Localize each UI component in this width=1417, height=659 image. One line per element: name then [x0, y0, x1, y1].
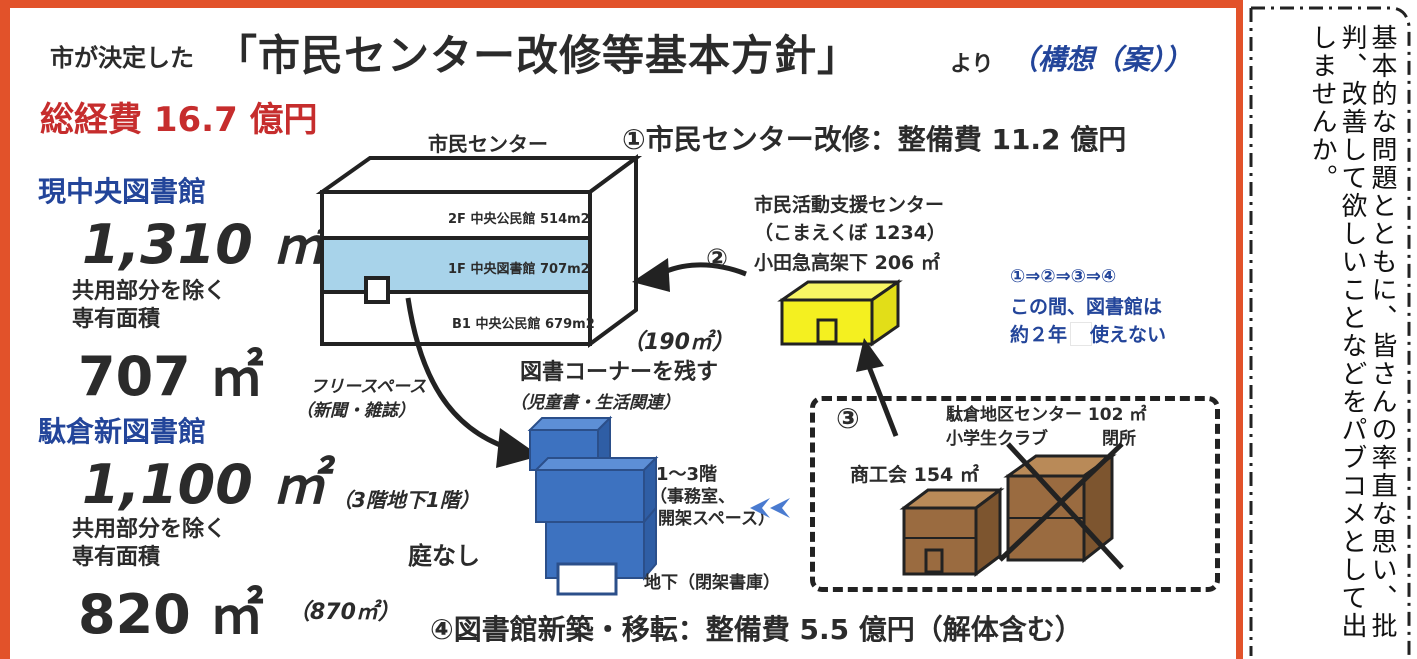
new-construction-cost: ④図書館新築・移転：整備費 5.5 億円（解体含む）: [430, 613, 1083, 646]
free-space-sub: （新聞・雑誌）: [296, 401, 415, 421]
area-870: （870㎡）: [288, 600, 400, 625]
komae-center: 駄倉地区センター 102 ㎡: [946, 405, 1147, 425]
double-chevron-icon: [750, 498, 790, 518]
citizen-center-building: [315, 154, 643, 348]
kids-club: 小学生クラブ: [946, 429, 1048, 449]
notice-line-2b: 使えない: [1090, 324, 1167, 346]
support-center: 市民活動支援センター: [754, 194, 945, 216]
current-note-2: 専有面積: [72, 307, 161, 332]
step3-number: ③: [836, 402, 860, 435]
current-exclusive-area: 707 ㎡: [78, 345, 264, 408]
commerce-label: 商工会 154 ㎡: [850, 464, 979, 486]
renovation-cost: ①市民センター改修：整備費 11.2 億円: [622, 123, 1127, 156]
notice-line-1: この間、図書館は: [1010, 296, 1163, 318]
no-garden: 庭なし: [408, 542, 480, 570]
side-column-1: 基本的な問題とともに、皆さんの率直な思い、批: [1367, 24, 1397, 640]
header-tag: （構想（案））: [1010, 43, 1193, 76]
floor-b1: B1 中央公民館 679m2: [452, 317, 595, 332]
dashed-border: [1249, 6, 1411, 656]
current-note-1: 共用部分を除く: [72, 279, 227, 304]
open-space-note: 開架スペース）: [658, 509, 775, 529]
building-label: 市民センター: [428, 132, 548, 156]
new-note-2: 専有面積: [72, 545, 161, 570]
current-library-area: 1,310 ㎡: [82, 213, 326, 276]
closed-label: 閉所: [1102, 429, 1136, 449]
header-suffix: より: [950, 52, 994, 77]
poster-panel: 市が決定した 「市民センター改修等基本方針」 より （構想（案）） 総経費 16…: [10, 8, 1236, 659]
library-corner: 図書コーナーを残す: [520, 360, 719, 385]
side-vertical-text: 基本的な問題とともに、皆さんの率直な思い、批 判、改善して欲しいことなどをパブコ…: [1307, 24, 1397, 654]
step2-number: ②: [706, 244, 729, 274]
side-column-3: しませんか。: [1307, 24, 1337, 192]
step3-buildings: [899, 442, 1124, 577]
redaction-box: [1070, 322, 1092, 346]
new-library-name: 駄倉新図書館: [38, 415, 207, 448]
side-column-2: 判、改善して欲しいことなどをパブコメとして出: [1337, 24, 1367, 640]
komae-label: （こまえくぼ 1234）: [754, 222, 946, 244]
odakyu-label: 小田急高架下 206 ㎡: [754, 252, 940, 274]
current-library-name: 現中央図書館: [38, 175, 207, 208]
header-prefix: 市が決定した: [50, 44, 194, 72]
floors-note: （3階地下1階）: [332, 488, 480, 512]
new-library-building: [527, 415, 659, 596]
step-sequence: ①⇒②⇒③⇒④: [1010, 266, 1117, 287]
new-exclusive-area: 820 ㎡: [78, 583, 264, 646]
header-title: 「市民センター改修等基本方針」: [215, 31, 861, 80]
arrow-to-center: [632, 258, 747, 292]
total-cost: 総経費 16.7 億円: [40, 100, 318, 140]
support-center-building: [777, 279, 903, 347]
floor-1f: 1F 中央図書館 707m2: [448, 262, 590, 277]
floor-2f: 2F 中央公民館 514m2: [448, 212, 590, 227]
side-note-panel: 基本的な問題とともに、皆さんの率直な思い、批 判、改善して欲しいことなどをパブコ…: [1243, 0, 1417, 659]
free-space: フリースペース: [310, 377, 427, 397]
new-library-area: 1,100 ㎡: [82, 453, 326, 516]
basement-note: 地下（閉架書庫）: [644, 573, 780, 593]
new-note-1: 共用部分を除く: [72, 517, 227, 542]
step3-box: [810, 396, 1220, 592]
floors-1-3: 1～3階: [656, 464, 718, 485]
area-190: （190㎡）: [622, 330, 734, 355]
office-note: （事務室、: [650, 487, 735, 507]
library-corner-sub: （児童書・生活関連）: [510, 393, 680, 413]
notice-line-2a: 約２年: [1010, 324, 1068, 346]
